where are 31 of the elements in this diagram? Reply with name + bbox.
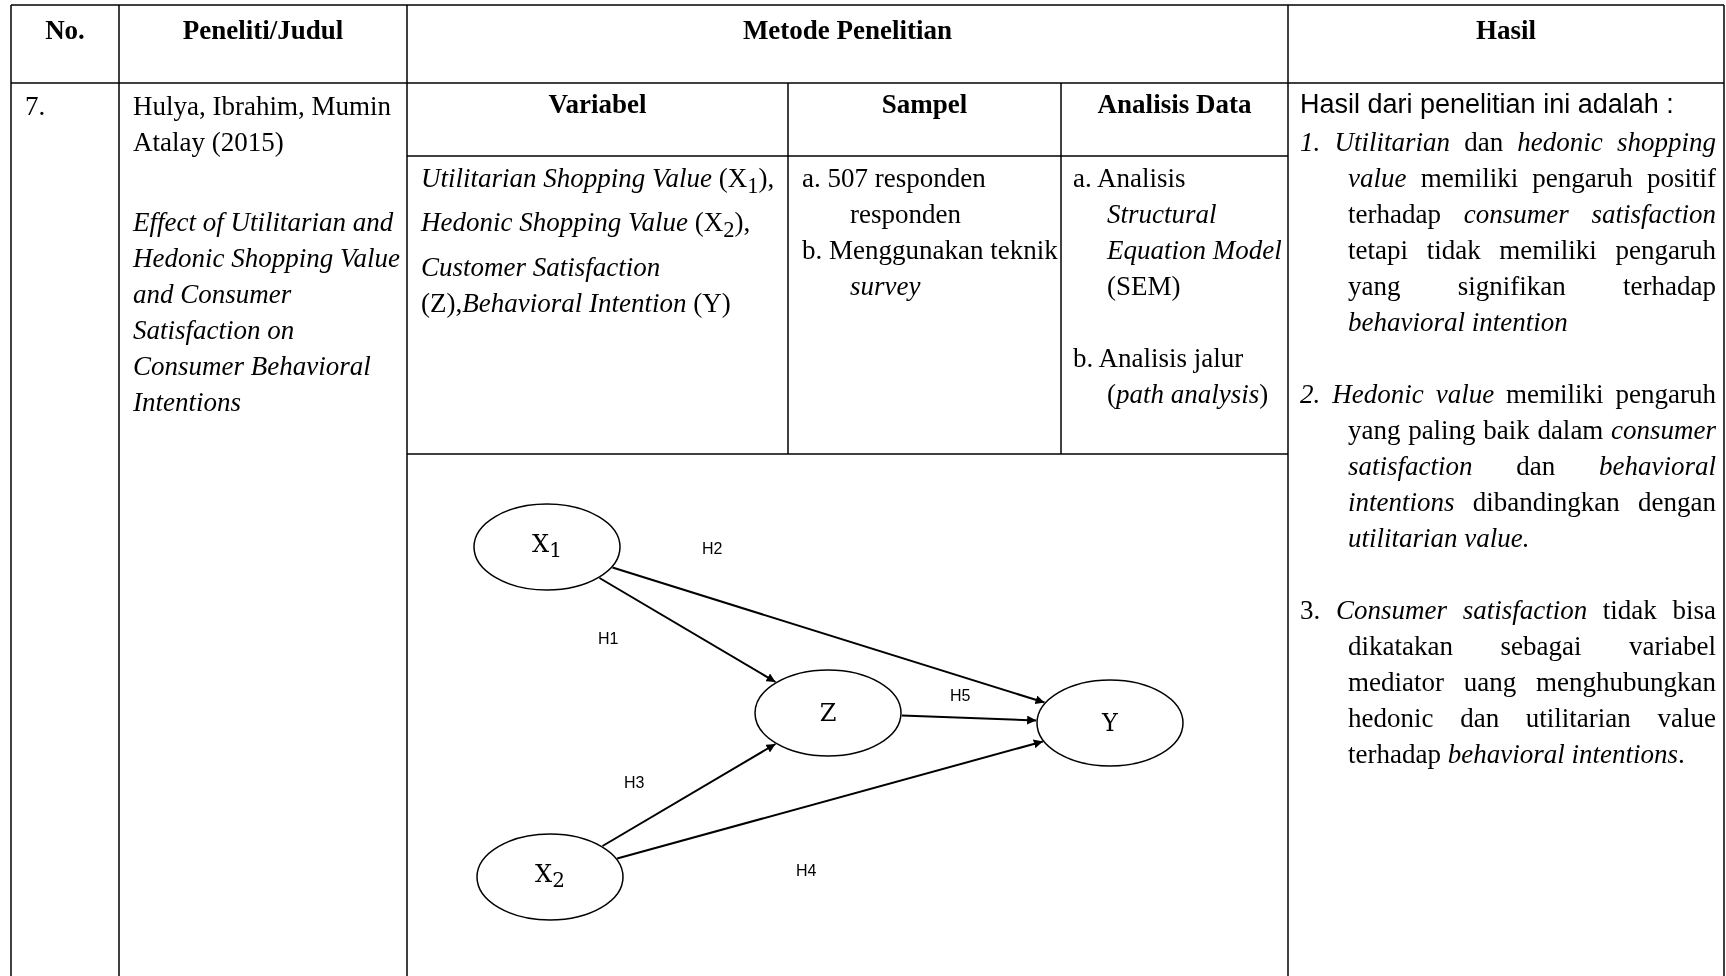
arrow (616, 739, 1044, 860)
list-item: b. Analisis jalur (path analysis) (1073, 342, 1270, 411)
variable-label: Z (818, 698, 838, 729)
list-item: 2. Hedonic value memiliki pengaruh yang paling baik dalam consumer satisfaction dan behavioral intentions dibandingkan dengan utilitarian value. (1300, 378, 1716, 555)
arrow (601, 743, 777, 847)
variable-label: X$_{1}$ (531, 528, 563, 565)
column-header: Metode Penelitian (741, 14, 954, 47)
arrow (900, 714, 1038, 725)
list-item: 3. Consumer satisfaction tidak bisa dikatakan sebagai variabel mediator uang menghubungkan hedonic dan utilitarian value terhadap behavioral intentions. (1300, 594, 1716, 771)
list-item: a. Analisis Structural Equation Model (SEM) (1073, 162, 1283, 303)
column-header: Peneliti/Judul (181, 14, 345, 47)
column-header: Analisis Data (1096, 88, 1253, 121)
list-item: 1. Utilitarian dan hedonic shopping value memiliki pengaruh positif terhadap consumer satisfaction tetapi tidak memiliki pengaruh yang signifikan terhadap behavioral intention (1300, 126, 1716, 339)
title-text: Effect of Utilitarian and Hedonic Shopping Value and Consumer Satisfaction on Consumer Behavioral Intentions (133, 206, 401, 419)
author-text: Hulya, Ibrahim, Mumin Atalay (2015) (133, 90, 392, 159)
column-header: Variabel (547, 88, 648, 121)
arrow (598, 577, 777, 683)
variable-label: X$_{2}$ (534, 858, 566, 895)
variable-text: Utilitarian Shopping Value (X$_{1}$), Hedonic Shopping Value (X$_{2}$), Customer Satisfaction (Z),Behavioral Intention (Y) (421, 162, 776, 320)
arrow (611, 566, 1046, 705)
intro-text: Hasil dari penelitian ini adalah : (1300, 88, 1675, 121)
column-header: Sampel (880, 88, 969, 121)
variable-label: Y (1100, 708, 1119, 739)
variable-ellipse (476, 833, 624, 921)
variable-ellipse (473, 503, 621, 591)
row-number: 7. (25, 90, 47, 123)
variable-ellipse (754, 669, 902, 757)
column-header: No. (44, 14, 86, 47)
variable-ellipse (1036, 679, 1184, 767)
column-header: Hasil (1475, 14, 1537, 47)
list-item: b. Menggunakan teknik survey (802, 234, 1059, 303)
